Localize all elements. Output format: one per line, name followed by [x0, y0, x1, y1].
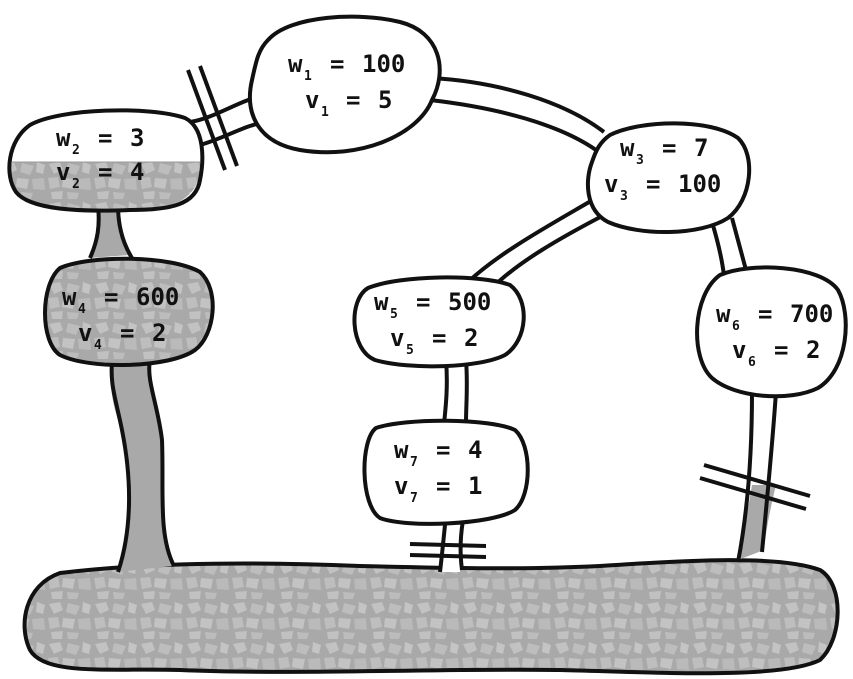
tunnel-5-7	[442, 359, 449, 425]
chamber-4-label: w 4 = 600 v 4 = 2	[62, 283, 179, 353]
svg-text:6: 6	[732, 319, 740, 334]
svg-text:3: 3	[636, 153, 644, 168]
svg-text:2: 2	[152, 319, 166, 347]
chamber-1-label: w 1 = 100 v 1 = 5	[288, 50, 405, 120]
tunnel-3-5	[470, 200, 606, 285]
svg-text:v: v	[732, 336, 746, 364]
svg-text:w: w	[288, 50, 303, 78]
svg-text:=: =	[330, 50, 344, 78]
chamber-2-label: w 2 = 3 v 2 = 4	[56, 124, 144, 192]
svg-text:=: =	[416, 288, 430, 316]
svg-text:7: 7	[410, 455, 418, 470]
tunnel-1-3	[430, 80, 602, 150]
svg-text:1: 1	[304, 69, 312, 84]
chamber-6	[695, 265, 848, 399]
chamber-7	[362, 418, 530, 526]
chamber-3	[585, 121, 752, 234]
svg-text:=: =	[104, 283, 118, 311]
chamber-2	[7, 108, 205, 213]
chamber-4	[43, 256, 215, 368]
svg-text:600: 600	[136, 283, 179, 311]
svg-text:100: 100	[678, 170, 721, 198]
svg-text:=: =	[436, 436, 450, 464]
svg-text:7: 7	[694, 134, 708, 162]
svg-text:v: v	[390, 324, 404, 352]
tunnel-4-reservoir	[109, 361, 132, 573]
svg-text:100: 100	[362, 50, 405, 78]
svg-text:w: w	[62, 283, 77, 311]
tunnel-2-1	[190, 100, 262, 145]
svg-text:700: 700	[790, 300, 833, 328]
chamber-1	[247, 14, 442, 155]
svg-text:500: 500	[448, 288, 491, 316]
svg-text:=: =	[436, 472, 450, 500]
svg-text:v: v	[604, 170, 618, 198]
svg-text:=: =	[346, 86, 360, 114]
svg-text:1: 1	[468, 472, 482, 500]
chamber-5-label: w 5 = 500 v 5 = 2	[374, 288, 491, 358]
cut-mark-7-reservoir	[409, 542, 487, 559]
svg-text:5: 5	[406, 343, 414, 358]
svg-text:w: w	[56, 124, 71, 152]
svg-text:2: 2	[72, 143, 80, 158]
svg-text:1: 1	[321, 105, 329, 120]
svg-text:2: 2	[464, 324, 478, 352]
svg-text:=: =	[662, 134, 676, 162]
svg-text:w: w	[394, 436, 409, 464]
svg-text:v: v	[305, 86, 319, 114]
svg-text:w: w	[374, 288, 389, 316]
svg-text:4: 4	[130, 158, 144, 186]
svg-text:4: 4	[468, 436, 482, 464]
svg-text:w: w	[716, 300, 731, 328]
svg-text:=: =	[646, 170, 660, 198]
svg-text:3: 3	[130, 124, 144, 152]
svg-text:v: v	[394, 472, 408, 500]
chamber-6-label: w 6 = 700 v 6 = 2	[716, 300, 833, 370]
chamber-5	[352, 275, 526, 369]
svg-text:2: 2	[72, 177, 80, 192]
svg-text:5: 5	[378, 86, 392, 114]
svg-text:=: =	[774, 336, 788, 364]
svg-text:=: =	[758, 300, 772, 328]
svg-text:7: 7	[410, 491, 418, 506]
chamber-3-label: w 3 = 7 v 3 = 100	[604, 134, 721, 204]
reservoir	[22, 558, 840, 676]
svg-text:6: 6	[748, 355, 756, 370]
svg-text:2: 2	[806, 336, 820, 364]
svg-text:=: =	[432, 324, 446, 352]
svg-text:5: 5	[390, 307, 398, 322]
svg-text:=: =	[120, 319, 134, 347]
cut-mark-1-2	[186, 65, 239, 171]
svg-text:4: 4	[78, 302, 86, 317]
svg-text:3: 3	[620, 189, 628, 204]
svg-text:w: w	[620, 134, 635, 162]
chamber-7-label: w 7 = 4 v 7 = 1	[394, 436, 482, 506]
cut-mark-6-reservoir	[699, 463, 811, 511]
svg-text:=: =	[98, 158, 112, 186]
svg-text:v: v	[78, 319, 92, 347]
svg-text:=: =	[98, 124, 112, 152]
svg-text:v: v	[56, 158, 70, 186]
svg-text:4: 4	[94, 338, 102, 353]
